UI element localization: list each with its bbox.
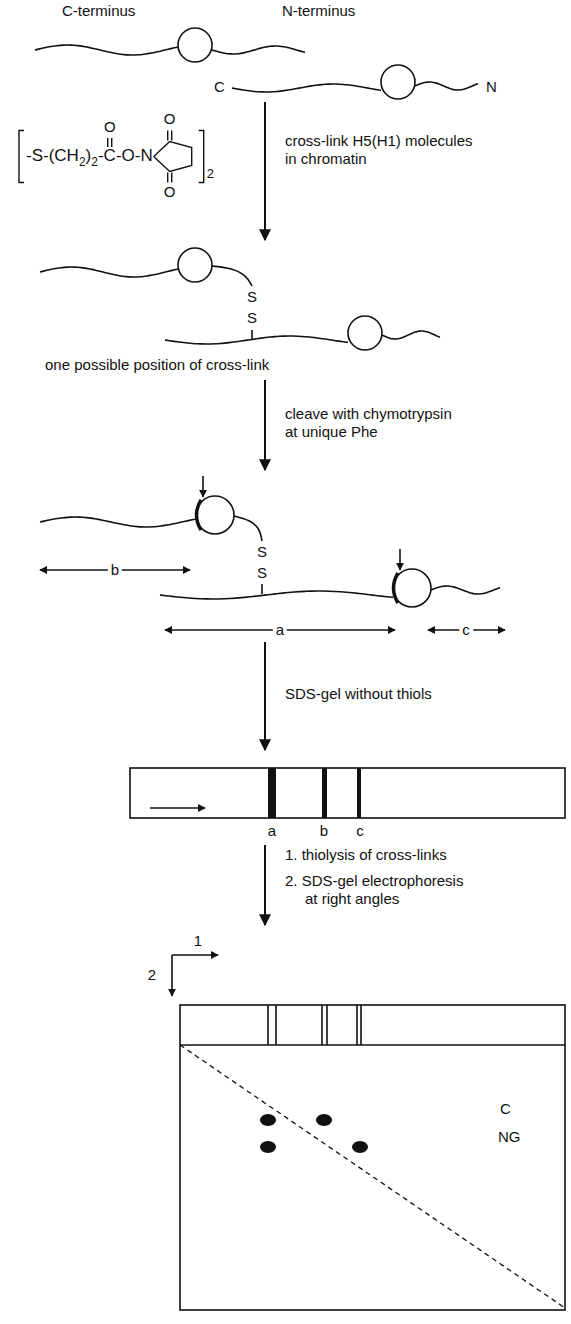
step-arrow (264, 845, 266, 925)
formula-subscript: 2 (79, 155, 86, 169)
formula-stroke (171, 130, 172, 140)
axis-label: 2 (148, 966, 156, 984)
disulfide-atom: S (257, 543, 267, 561)
gel-strip-edge (180, 1044, 565, 1046)
crosslinker-formula: -S-(CH2)2-C-O-N (26, 146, 153, 166)
atom-label: O (164, 183, 176, 201)
gel-spot (260, 1141, 276, 1153)
atom-label: O (104, 118, 116, 136)
gel-spot (352, 1141, 368, 1153)
atom-label: O (164, 110, 176, 128)
terminus-letter: N (486, 78, 497, 96)
step-arrow (264, 380, 266, 470)
globular-domain (393, 569, 431, 607)
formula-stroke (154, 141, 192, 171)
terminus-label: C-terminus (62, 2, 135, 20)
gel-strip (130, 768, 565, 818)
polypeptide-tail (212, 46, 305, 54)
gel-band (322, 768, 327, 818)
formula-stroke (107, 138, 108, 147)
gel-band (268, 768, 276, 818)
spot-label: C (500, 1100, 511, 1118)
formula-stroke (199, 130, 204, 182)
formula-stroke (171, 172, 172, 182)
step-arrow (264, 642, 266, 750)
globular-domain (196, 496, 234, 534)
step-text: 2. SDS-gel electrophoresis at right angl… (285, 872, 470, 908)
band-line (275, 1005, 277, 1045)
spot-label: NG (498, 1128, 521, 1146)
polypeptide-tail (232, 84, 381, 92)
gel-spot (316, 1114, 332, 1126)
terminus-label: N-terminus (282, 2, 355, 20)
polypeptide-tail (251, 330, 253, 340)
globular-domain (178, 248, 212, 282)
formula-stroke (167, 172, 168, 182)
step-text: 1. thiolysis of cross-links (285, 846, 447, 864)
gel-band (357, 768, 361, 818)
globular-domain (178, 28, 212, 62)
polypeptide-tail (382, 331, 440, 339)
gel-spot (260, 1114, 276, 1126)
fragment-label: c (459, 621, 473, 639)
cleavage-arrow (399, 549, 401, 570)
gel-slab (180, 1005, 565, 1310)
axis-arrow (172, 954, 218, 956)
formula-stroke (167, 130, 168, 140)
step-text: cleave with chymotrypsin at unique Phe (285, 405, 458, 441)
cleavage-arrow (202, 476, 204, 497)
formula-stroke (111, 138, 112, 147)
step-text: SDS-gel without thiols (285, 685, 432, 703)
step-arrow (264, 102, 266, 240)
terminus-letter: C (214, 78, 225, 96)
polypeptide-tail (234, 516, 262, 541)
formula-part: -C-O-N (98, 146, 153, 166)
axis-label: 1 (194, 932, 202, 950)
disulfide-atom: S (257, 564, 267, 582)
formula-part: -S-(CH (26, 146, 79, 166)
band-line (356, 1005, 358, 1045)
band-label: a (268, 822, 276, 840)
band-label: c (356, 822, 364, 840)
polypeptide-tail (160, 591, 393, 599)
caption-note: one possible position of cross-link (45, 356, 269, 374)
polypeptide-tail (40, 517, 196, 527)
band-line (360, 1005, 362, 1045)
band-line (321, 1005, 323, 1045)
disulfide-atom: S (247, 288, 257, 306)
globular-domain (348, 316, 382, 350)
cleavage-mark (197, 500, 202, 530)
polypeptide-tail (261, 584, 263, 594)
formula-multiplier: 2 (207, 166, 214, 182)
formula-part: ) (86, 146, 92, 166)
polypeptide-tail (415, 82, 478, 90)
disulfide-atom: S (247, 309, 257, 327)
polypeptide-tail (212, 266, 252, 286)
band-line (326, 1005, 328, 1045)
cleavage-mark (394, 573, 399, 603)
formula-subscript: 2 (91, 155, 98, 169)
fragment-label: b (108, 561, 122, 579)
band-line (267, 1005, 269, 1045)
polypeptide-tail (431, 586, 500, 594)
polypeptide-tail (35, 45, 178, 55)
step-text: cross-link H5(H1) molecules in chromatin (285, 132, 479, 168)
fragment-label: a (273, 621, 287, 639)
polypeptide-tail (165, 336, 348, 344)
direction-arrow (150, 807, 205, 809)
diagonal (180, 1045, 565, 1308)
axis-arrow (171, 955, 173, 996)
globular-domain (381, 65, 415, 99)
formula-stroke (19, 130, 24, 182)
polypeptide-tail (40, 267, 178, 277)
band-label: b (320, 822, 328, 840)
